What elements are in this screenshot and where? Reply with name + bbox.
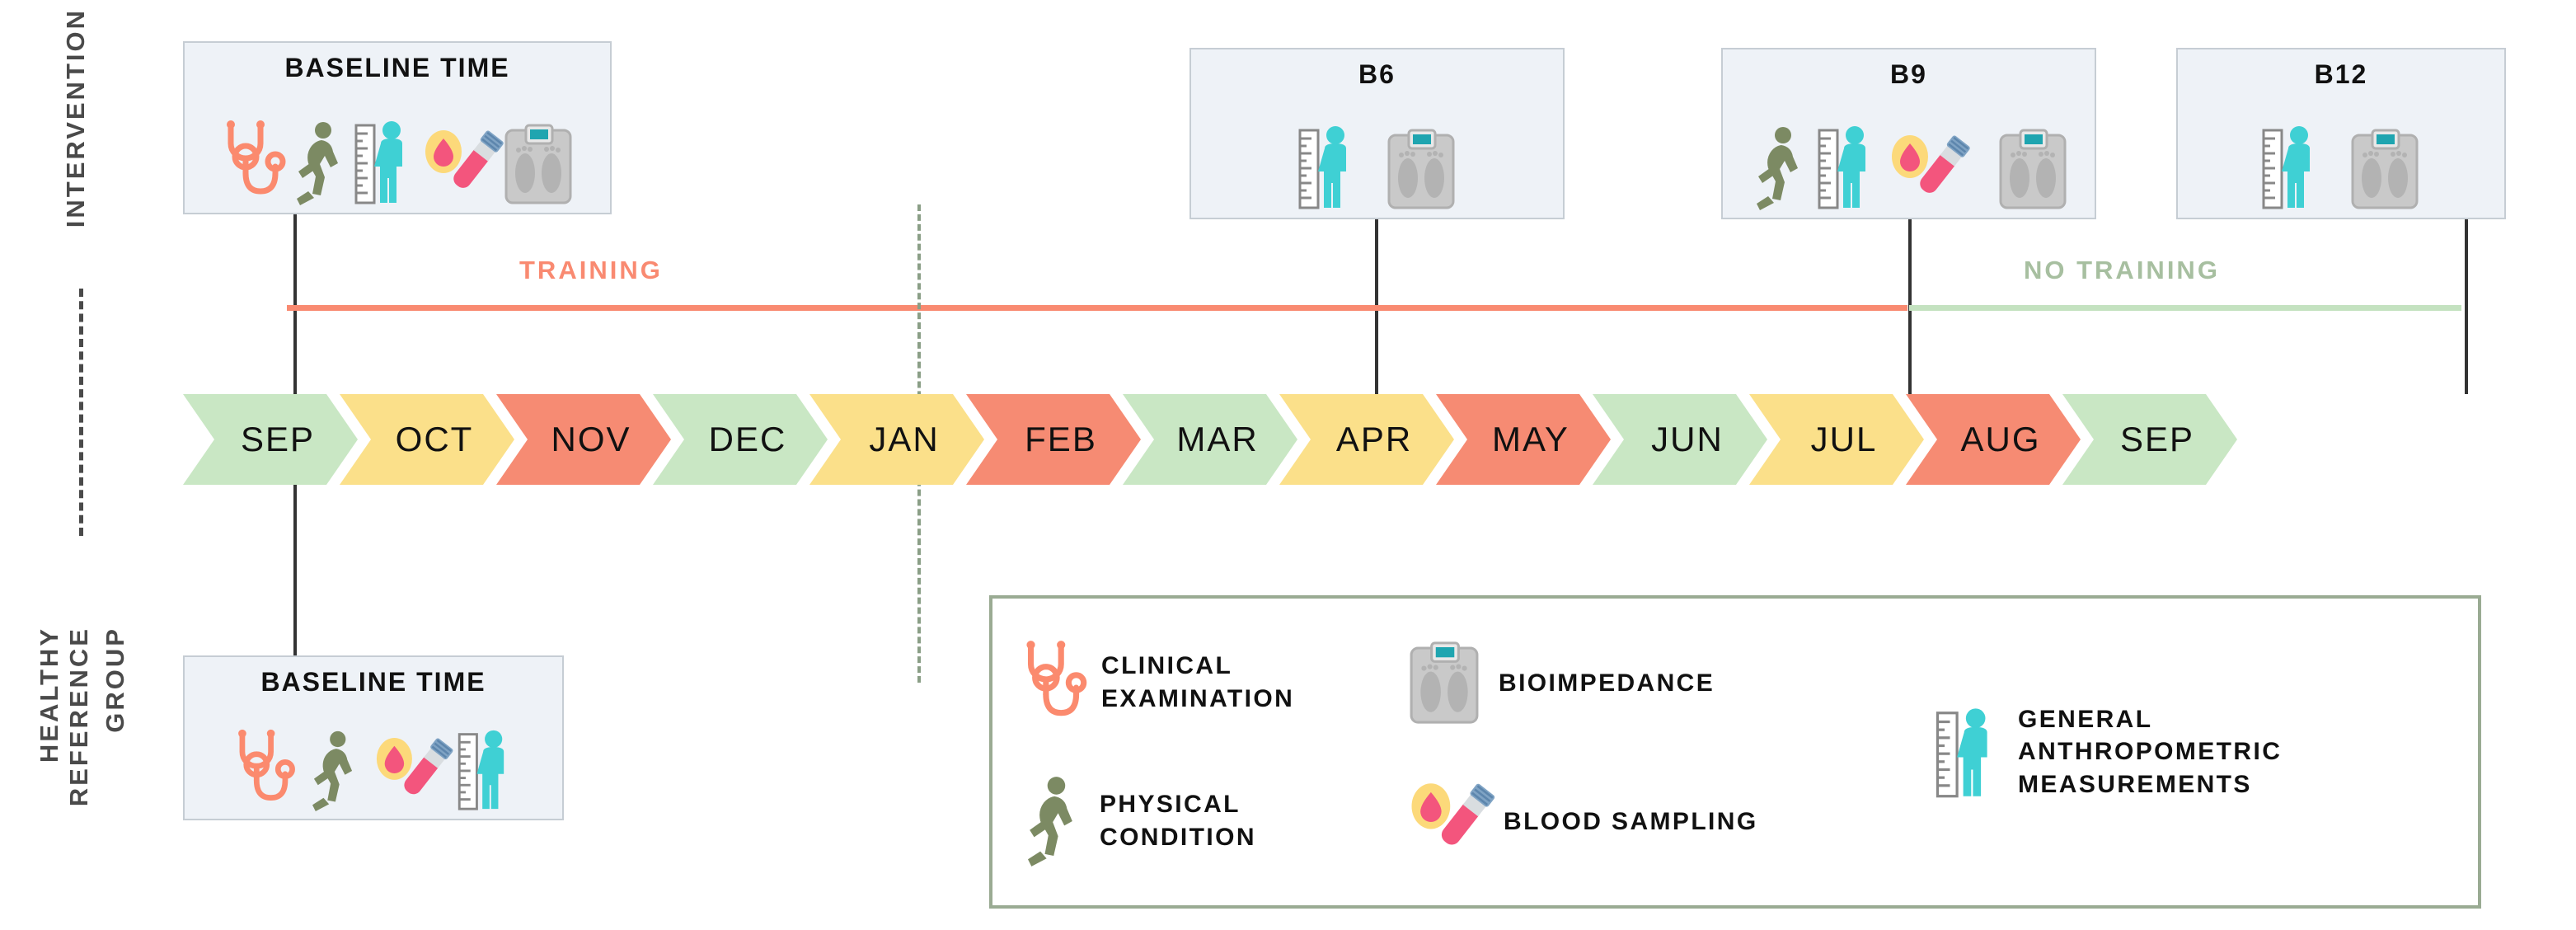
legend-item-clinical-examination: CLINICAL EXAMINATION	[1021, 637, 1408, 728]
visit-icon-row	[221, 87, 574, 213]
stethoscope-icon	[1021, 637, 1087, 728]
blood-sampling-icon	[373, 735, 453, 812]
legend-column-2: BIOIMPEDANCE	[1408, 613, 1903, 890]
visit-icon-row	[1298, 93, 1457, 218]
no-training-phase-line	[1909, 305, 2461, 311]
no-training-label: NO TRAINING	[2024, 256, 2220, 284]
month-chevron-jul-10[interactable]: JUL	[1749, 394, 1924, 485]
axis-label-group: GROUP	[101, 627, 129, 733]
connector-baseline-top	[293, 214, 297, 394]
bioimpedance-icon	[503, 124, 574, 206]
month-label: MAR	[1176, 420, 1259, 458]
month-label: MAY	[1492, 420, 1570, 458]
month-chevron-aug-11[interactable]: AUG	[1906, 394, 2081, 485]
legend-label: CLINICAL EXAMINATION	[1101, 651, 1295, 712]
visit-box-b6[interactable]: B6	[1189, 48, 1565, 219]
month-chevron-sep-0[interactable]: SEP	[183, 394, 358, 485]
visit-box-b12[interactable]: B12	[2176, 48, 2506, 219]
bioimpedance-icon	[1408, 641, 1480, 726]
blood-sampling-icon	[1889, 132, 1970, 211]
anthropometric-icon	[2262, 122, 2321, 211]
visit-icon-row	[2262, 93, 2420, 218]
stethoscope-icon	[221, 117, 286, 206]
month-chevron-apr-7[interactable]: APR	[1279, 394, 1454, 485]
training-label: TRAINING	[519, 256, 663, 284]
month-chevron-oct-1[interactable]: OCT	[340, 394, 514, 485]
month-label: AUG	[1960, 420, 2041, 458]
visit-icon-row	[232, 701, 515, 819]
month-label: SEP	[2119, 420, 2195, 458]
month-label: APR	[1335, 420, 1413, 458]
month-timeline: SEP OCT NOV DEC JAN FEB MAR APR MAY JUN JUL AUG SEP	[183, 394, 2219, 485]
visit-title: BASELINE TIME	[260, 667, 486, 697]
month-chevron-feb-5[interactable]: FEB	[966, 394, 1141, 485]
visit-box-baseline-top[interactable]: BASELINE TIME	[183, 41, 612, 214]
blood-sampling-icon	[1408, 780, 1495, 864]
bioimpedance-icon	[2349, 129, 2420, 211]
legend-label: PHYSICAL CONDITION	[1100, 790, 1256, 851]
visit-icon-row	[1750, 93, 2068, 218]
month-chevron-mar-6[interactable]: MAR	[1123, 394, 1297, 485]
visit-box-baseline-bottom[interactable]: BASELINE TIME	[183, 655, 564, 820]
legend-item-blood-sampling: BLOOD SAMPLING	[1408, 780, 1903, 864]
month-label: NOV	[551, 420, 631, 458]
visit-title: B9	[1890, 59, 1927, 89]
anthropometric-icon	[1818, 122, 1877, 211]
axis-label-reference: REFERENCE	[64, 627, 93, 807]
anthropometric-icon	[354, 117, 414, 206]
axis-label-intervention: INTERVENTION	[61, 8, 90, 228]
legend-label: GENERAL ANTHROPOMETRIC MEASUREMENTS	[2018, 705, 2283, 798]
anthropometric-icon	[1936, 704, 2000, 800]
axis-dashed-separator	[79, 289, 83, 536]
month-label: FEB	[1025, 420, 1097, 458]
month-chevron-jun-9[interactable]: JUN	[1593, 394, 1767, 485]
month-label: JUN	[1651, 420, 1724, 458]
bioimpedance-icon	[1997, 129, 2068, 211]
training-phase-line	[287, 305, 1907, 311]
legend-box: CLINICAL EXAMINATION PHYSICAL CONDITION	[989, 595, 2481, 909]
month-chevron-dec-3[interactable]: DEC	[653, 394, 828, 485]
legend-label: BIOIMPEDANCE	[1499, 669, 1715, 697]
month-label: DEC	[708, 420, 787, 458]
legend-column-1: CLINICAL EXAMINATION PHYSICAL CONDITION	[1021, 613, 1408, 890]
legend-item-bioimpedance: BIOIMPEDANCE	[1408, 641, 1903, 726]
stethoscope-icon	[232, 726, 295, 812]
visit-title: BASELINE TIME	[284, 53, 510, 82]
month-label: JUL	[1810, 420, 1878, 458]
month-label: JAN	[869, 420, 940, 458]
runner-icon	[306, 730, 360, 812]
runner-icon	[1021, 775, 1082, 867]
blood-sampling-icon	[422, 127, 504, 206]
legend-item-physical-condition: PHYSICAL CONDITION	[1021, 775, 1408, 867]
month-chevron-sep-12[interactable]: SEP	[2062, 394, 2237, 485]
month-label: OCT	[395, 420, 474, 458]
visit-box-b9[interactable]: B9	[1721, 48, 2096, 219]
visit-title: B6	[1358, 59, 1396, 89]
connector-baseline-bottom	[293, 468, 297, 656]
anthropometric-icon	[1298, 122, 1358, 211]
month-chevron-nov-2[interactable]: NOV	[496, 394, 671, 485]
month-chevron-jan-4[interactable]: JAN	[809, 394, 984, 485]
runner-icon	[1750, 125, 1806, 211]
legend-label: BLOOD SAMPLING	[1504, 807, 1758, 835]
visit-title: B12	[2314, 59, 2368, 89]
connector-b12	[2465, 219, 2468, 394]
month-chevron-may-8[interactable]: MAY	[1436, 394, 1611, 485]
runner-icon	[290, 120, 346, 206]
anthropometric-icon	[457, 726, 515, 812]
legend-item-anthropometric: GENERAL ANTHROPOMETRIC MEASUREMENTS	[1903, 703, 2450, 801]
axis-label-healthy: HEALTHY	[35, 627, 63, 763]
month-label: SEP	[240, 420, 316, 458]
bioimpedance-icon	[1386, 129, 1457, 211]
